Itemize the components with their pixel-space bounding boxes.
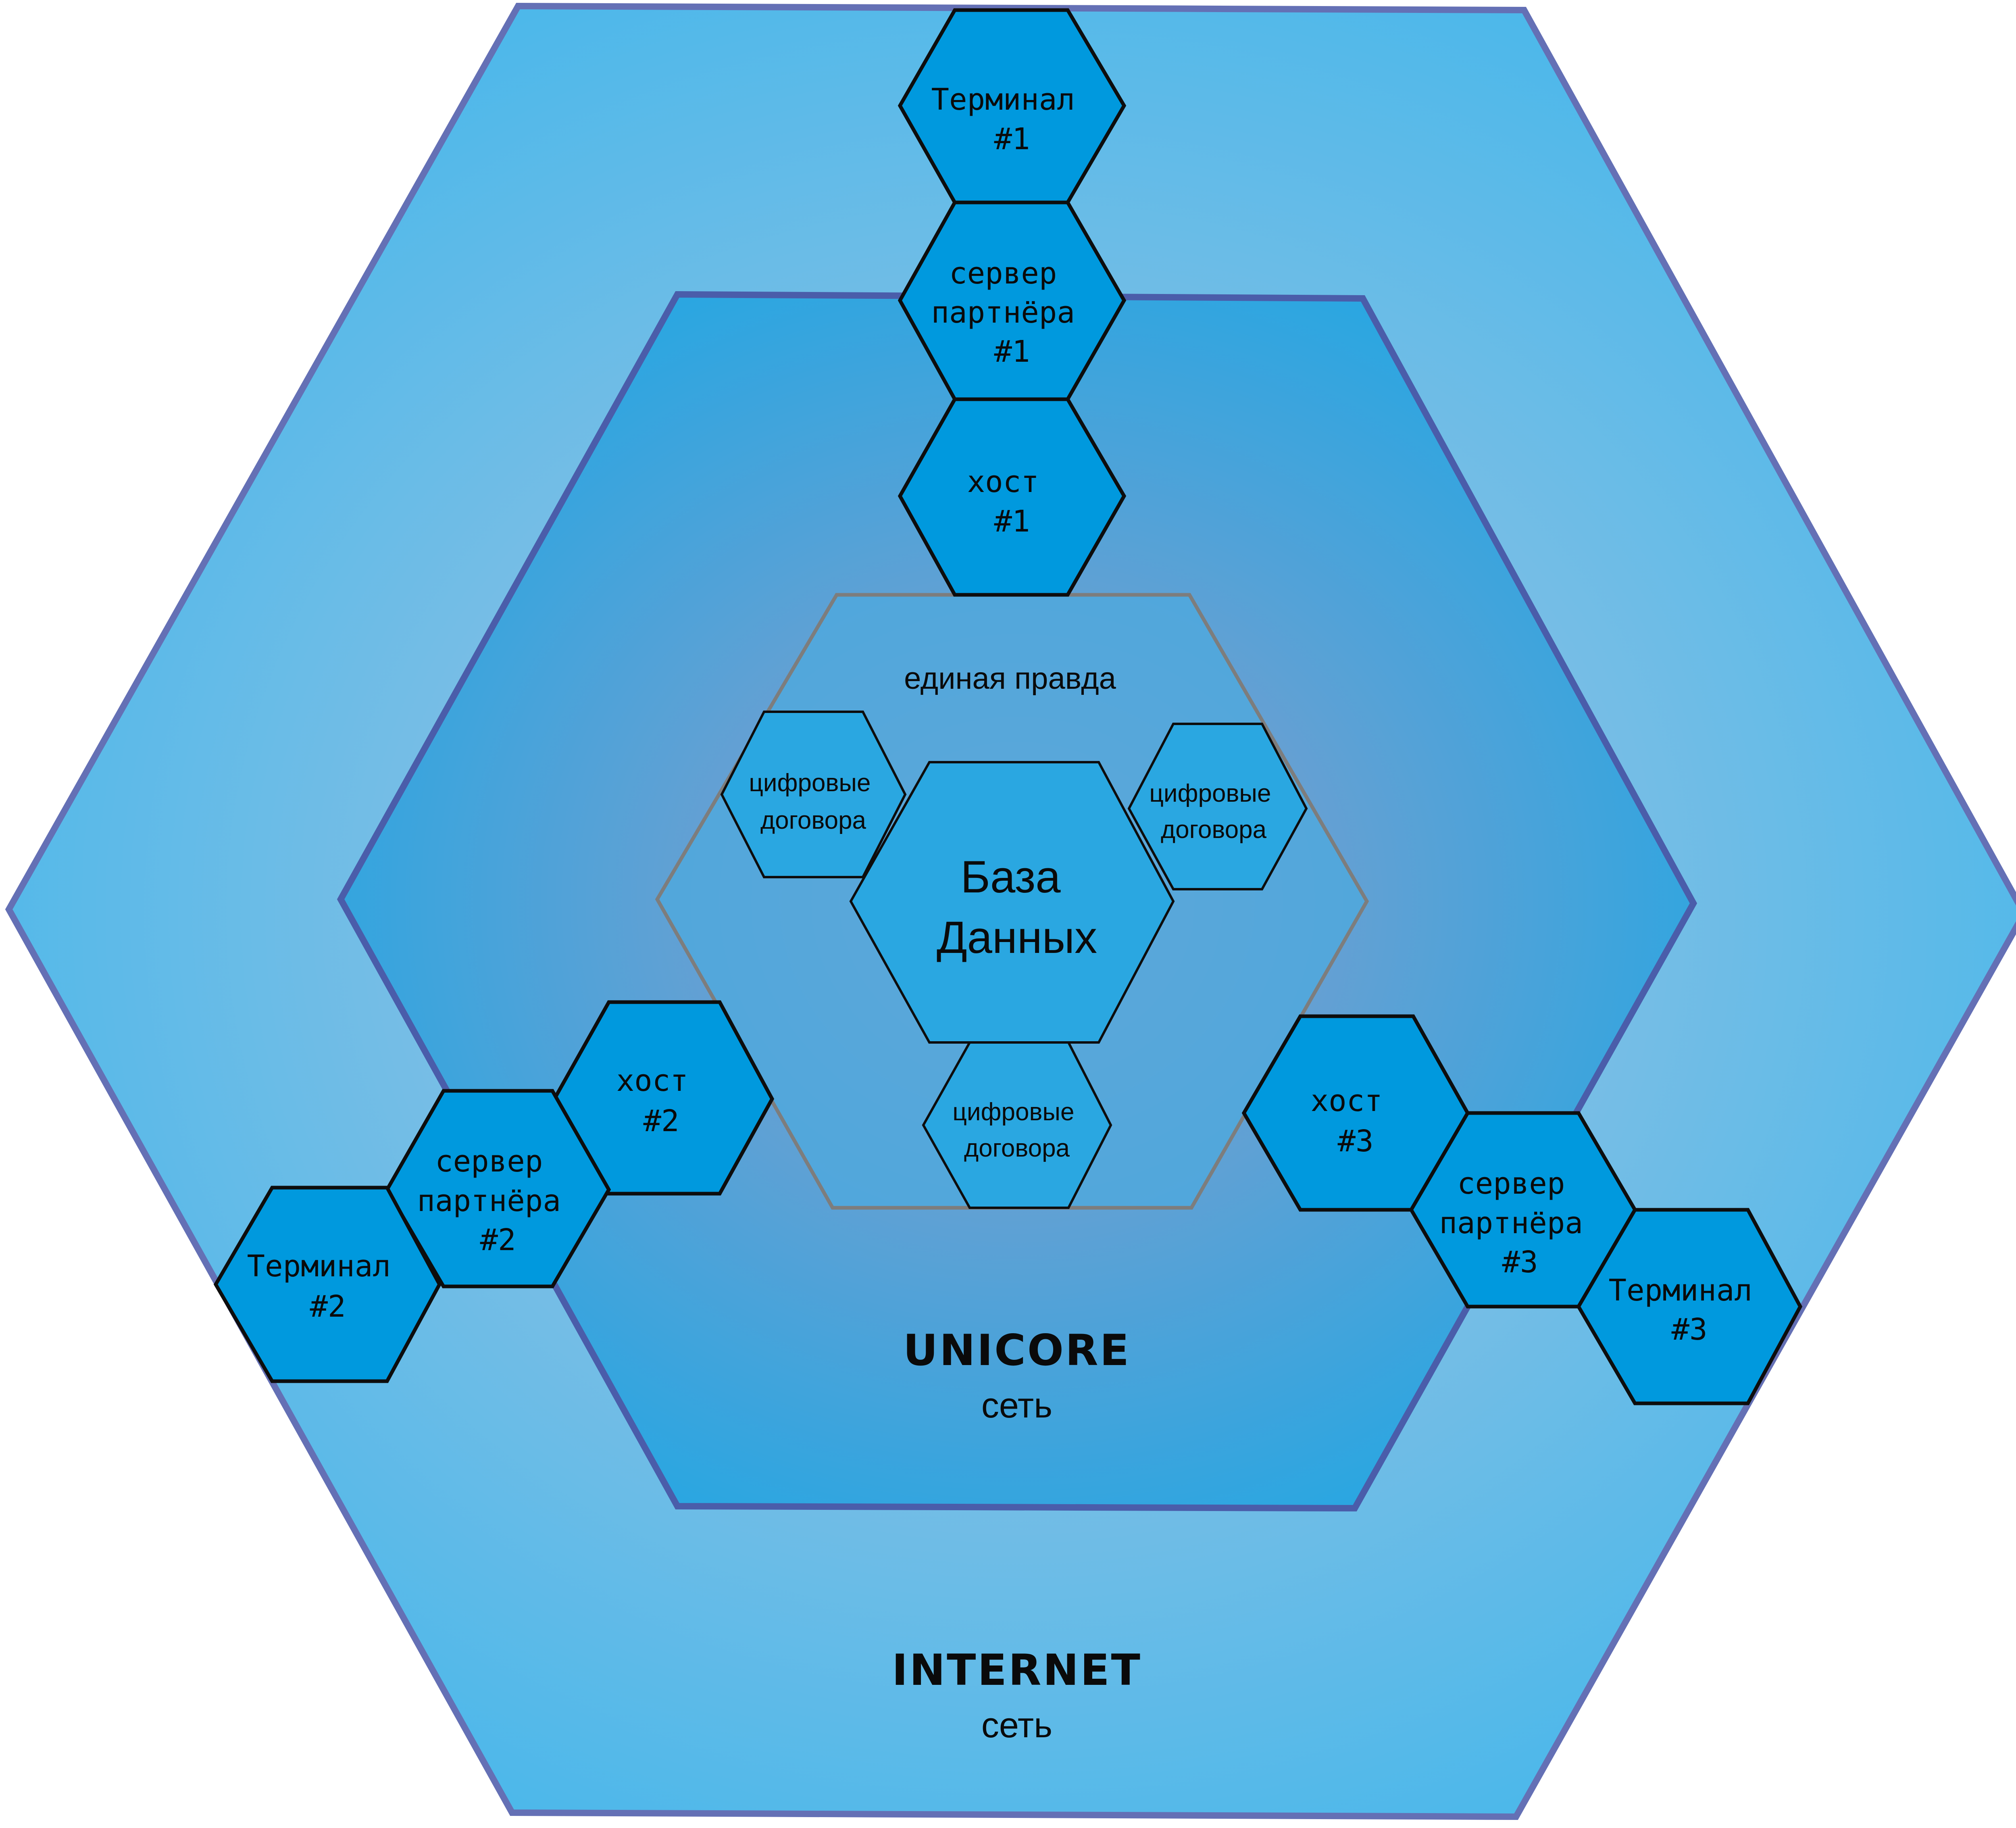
host-node: хост #2 (552, 1000, 775, 1196)
contract-label-line: договора (1161, 816, 1267, 844)
server-label-line: #2 (480, 1223, 516, 1257)
svg-text:сервер партнёра #2: сервер партнёра #2 (417, 1144, 579, 1257)
terminal-label-line: Терминал (247, 1249, 391, 1284)
server-label-line: сервер (435, 1144, 543, 1179)
server-label-line: сервер (1457, 1166, 1565, 1201)
server-label-line: сервер (949, 256, 1057, 291)
svg-text:хост #2: хост #2 (616, 1063, 706, 1138)
host-label-line: хост (616, 1063, 688, 1098)
svg-text:хост #1: хост #1 (967, 465, 1057, 539)
contract-label-line: цифровые (952, 1098, 1074, 1126)
partner-server-node: сервер партнёра #3 (1409, 1111, 1637, 1309)
host-node: хост #1 (898, 397, 1127, 597)
terminal-label-line: #3 (1671, 1312, 1707, 1347)
unicore-title: UNICORE (903, 1326, 1131, 1375)
svg-text:цифровые договора: цифровые договора (952, 1098, 1081, 1162)
server-label-line: партнёра (417, 1184, 561, 1218)
digital-contract-node: цифровые договора (922, 1041, 1112, 1209)
host-label-line: хост (967, 465, 1039, 499)
svg-text:сервер партнёра #3: сервер партнёра #3 (1439, 1166, 1601, 1280)
svg-text:сервер партнёра #1: сервер партнёра #1 (931, 256, 1093, 369)
terminal-label-line: Терминал (931, 82, 1075, 117)
host-label-line: #2 (643, 1104, 679, 1138)
digital-contract-node: цифровые договора (720, 711, 907, 878)
terminal-node: Терминал #2 (213, 1186, 442, 1383)
database-label-line: База (960, 852, 1061, 902)
contract-label-line: цифровые (749, 769, 871, 797)
server-label-line: партнёра (1439, 1206, 1583, 1240)
svg-text:База Данных: База Данных (937, 852, 1097, 963)
partner-server-node: сервер партнёра #1 (898, 200, 1127, 401)
unicore-subtitle: сеть (981, 1385, 1052, 1425)
host-label-line: #3 (1337, 1124, 1373, 1159)
server-label-line: #1 (994, 334, 1030, 369)
contract-label-line: договора (760, 807, 866, 834)
single-truth-label: единая правда (904, 661, 1116, 696)
internet-title: INTERNET (892, 1645, 1142, 1695)
terminal-label-line: #1 (994, 122, 1030, 156)
svg-text:Терминал #3: Терминал #3 (1609, 1273, 1770, 1347)
terminal-node: Терминал #3 (1576, 1208, 1803, 1405)
svg-text:Терминал #2: Терминал #2 (247, 1249, 409, 1324)
contract-label-line: договора (964, 1134, 1070, 1162)
partner-server-node: сервер партнёра #2 (385, 1089, 611, 1288)
contract-label-line: цифровые (1149, 780, 1271, 807)
terminal-label-line: #2 (310, 1289, 346, 1324)
server-label-line: #3 (1502, 1245, 1538, 1280)
svg-text:хост #3: хост #3 (1311, 1084, 1401, 1159)
database-node: База Данных (849, 761, 1175, 1044)
svg-text:цифровые договора: цифровые договора (749, 769, 877, 834)
server-label-line: партнёра (931, 295, 1075, 330)
terminal-label-line: Терминал (1609, 1273, 1752, 1308)
host-label-line: #1 (994, 504, 1030, 539)
host-label-line: хост (1311, 1084, 1383, 1118)
digital-contract-node: цифровые договора (1127, 723, 1308, 890)
svg-text:цифровые договора: цифровые договора (1149, 780, 1278, 844)
internet-subtitle: сеть (981, 1705, 1052, 1745)
database-label-line: Данных (937, 912, 1097, 963)
svg-text:Терминал #1: Терминал #1 (931, 82, 1093, 156)
